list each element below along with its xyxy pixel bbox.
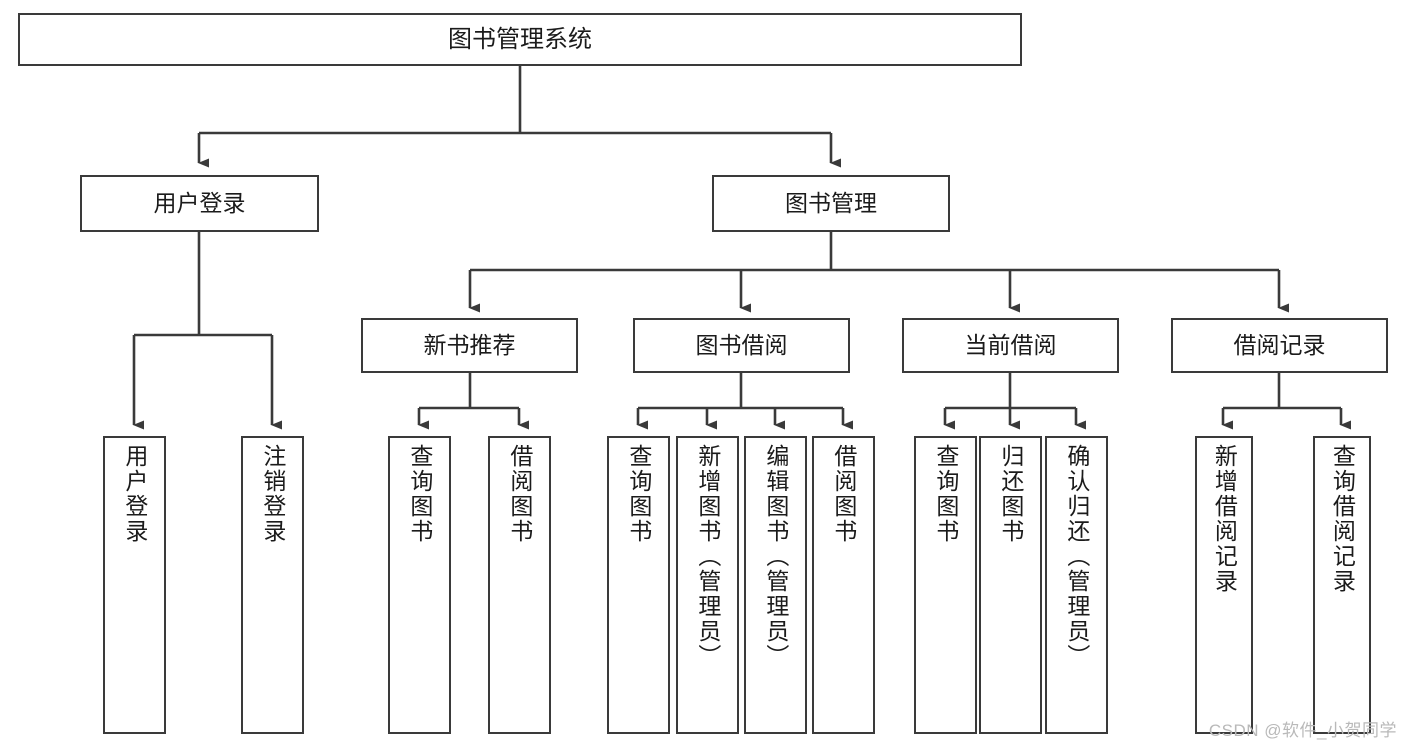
node-label: 新增图书（管理员） <box>694 444 721 669</box>
leaf-confirm-return-admin[interactable]: 确认归还（管理员） <box>1045 436 1108 734</box>
node-label: 编辑图书（管理员） <box>762 444 789 669</box>
node-label: 图书管理 <box>785 190 877 217</box>
leaf-user-logout[interactable]: 注销登录 <box>241 436 304 734</box>
node-label: 借阅图书 <box>830 444 857 544</box>
leaf-query-book-current[interactable]: 查询图书 <box>914 436 977 734</box>
node-label: 查询图书 <box>625 444 652 544</box>
node-label: 确认归还（管理员） <box>1063 444 1090 669</box>
node-current-borrow[interactable]: 当前借阅 <box>902 318 1119 373</box>
node-book-management[interactable]: 图书管理 <box>712 175 950 232</box>
node-label: 查询图书 <box>932 444 959 544</box>
node-label: 归还图书 <box>997 444 1024 544</box>
node-label: 借阅记录 <box>1233 332 1326 359</box>
node-label: 查询借阅记录 <box>1329 444 1356 594</box>
csdn-watermark: CSDN @软件_小贺同学 <box>1208 721 1397 740</box>
node-label: 查询图书 <box>406 444 433 544</box>
leaf-user-login[interactable]: 用户登录 <box>103 436 166 734</box>
node-root-system[interactable]: 图书管理系统 <box>18 13 1022 66</box>
node-label: 用户登录 <box>121 444 148 544</box>
node-new-book-recommend[interactable]: 新书推荐 <box>361 318 578 373</box>
node-book-borrow[interactable]: 图书借阅 <box>633 318 850 373</box>
node-label: 新书推荐 <box>423 332 516 359</box>
leaf-return-book[interactable]: 归还图书 <box>979 436 1042 734</box>
node-user-login[interactable]: 用户登录 <box>80 175 319 232</box>
node-borrow-records[interactable]: 借阅记录 <box>1171 318 1388 373</box>
leaf-query-book-recommend[interactable]: 查询图书 <box>388 436 451 734</box>
leaf-query-book-borrow[interactable]: 查询图书 <box>607 436 670 734</box>
node-label: 用户登录 <box>153 190 246 217</box>
leaf-add-borrow-record[interactable]: 新增借阅记录 <box>1195 436 1253 734</box>
leaf-borrow-book[interactable]: 借阅图书 <box>812 436 875 734</box>
leaf-edit-book-admin[interactable]: 编辑图书（管理员） <box>744 436 807 734</box>
node-label: 注销登录 <box>259 444 286 544</box>
node-label: 当前借阅 <box>964 332 1057 359</box>
node-label: 借阅图书 <box>506 444 533 544</box>
node-label: 新增借阅记录 <box>1211 444 1238 594</box>
node-label: 图书借阅 <box>695 332 788 359</box>
node-label: 图书管理系统 <box>448 25 592 53</box>
leaf-borrow-book-recommend[interactable]: 借阅图书 <box>488 436 551 734</box>
leaf-add-book-admin[interactable]: 新增图书（管理员） <box>676 436 739 734</box>
leaf-query-borrow-record[interactable]: 查询借阅记录 <box>1313 436 1371 734</box>
